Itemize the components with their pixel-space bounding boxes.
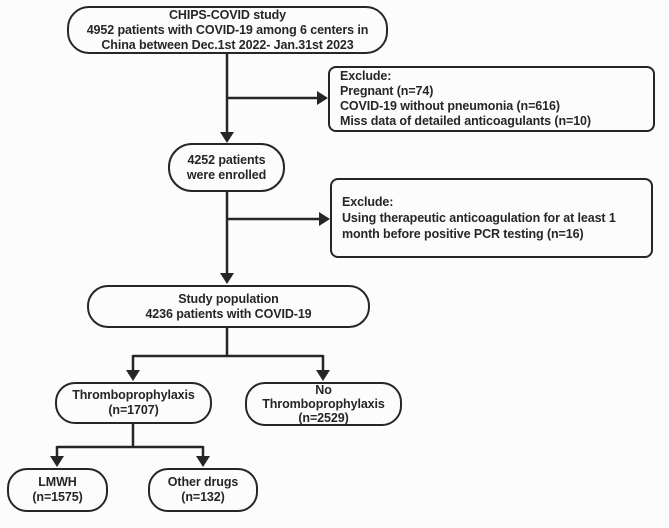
node-text-line: Other drugs bbox=[167, 475, 239, 489]
node-text-line: Using therapeutic anticoagulation for at… bbox=[342, 211, 616, 225]
node-lmwh: LMWH (n=1575) bbox=[7, 468, 108, 512]
node-text-line: Exclude: bbox=[342, 195, 394, 209]
node-text-line: 4952 patients with COVID-19 among 6 cent… bbox=[86, 22, 369, 37]
node-text-line: Exclude: bbox=[340, 69, 392, 83]
node-thromboprophylaxis: Thromboprophylaxis (n=1707) bbox=[55, 382, 212, 424]
node-text-line: Thromboprophylaxis bbox=[72, 388, 195, 402]
connector-branch-exclude-1 bbox=[227, 91, 328, 105]
connector-population-split bbox=[126, 328, 330, 381]
node-text-line: (n=1575) bbox=[32, 490, 83, 504]
node-text-line: (n=132) bbox=[181, 490, 225, 504]
node-text-line: Thromboprophylaxis bbox=[262, 397, 385, 411]
connector-study-to-enrolled bbox=[220, 54, 234, 143]
node-text-line: were enrolled bbox=[186, 167, 267, 182]
node-text-line: Pregnant (n=74) bbox=[340, 84, 434, 98]
node-text-line: LMWH bbox=[38, 475, 77, 489]
node-other-drugs: Other drugs (n=132) bbox=[148, 468, 258, 512]
node-text-line: CHIPS-COVID study bbox=[168, 7, 287, 22]
node-enrolled: 4252 patients were enrolled bbox=[168, 143, 285, 192]
connector-enrolled-to-population bbox=[220, 192, 234, 284]
node-exclude-2: Exclude: Using therapeutic anticoagulati… bbox=[330, 178, 653, 258]
node-text-line: COVID-19 without pneumonia (n=616) bbox=[340, 99, 560, 113]
connector-branch-exclude-2 bbox=[227, 212, 330, 226]
node-study-population: Study population 4236 patients with COVI… bbox=[87, 285, 370, 328]
node-exclude-1: Exclude: Pregnant (n=74) COVID-19 withou… bbox=[328, 66, 655, 132]
node-text-line: 4252 patients bbox=[187, 152, 266, 167]
node-text-line: China between Dec.1st 2022- Jan.31st 202… bbox=[101, 37, 354, 52]
node-text-line: (n=2529) bbox=[298, 411, 349, 425]
node-text-line: 4236 patients with COVID-19 bbox=[145, 306, 312, 321]
node-text-line: month before positive PCR testing (n=16) bbox=[342, 227, 584, 241]
node-no-thromboprophylaxis: No Thromboprophylaxis (n=2529) bbox=[245, 382, 402, 426]
node-text-line: (n=1707) bbox=[108, 403, 159, 417]
node-text-line: No bbox=[315, 383, 332, 397]
node-text-line: Study population bbox=[178, 291, 279, 306]
node-text-line: Miss data of detailed anticoagulants (n=… bbox=[340, 114, 591, 128]
connector-thrombo-split bbox=[50, 424, 210, 467]
node-chips-covid-study: CHIPS-COVID study 4952 patients with COV… bbox=[67, 6, 388, 54]
